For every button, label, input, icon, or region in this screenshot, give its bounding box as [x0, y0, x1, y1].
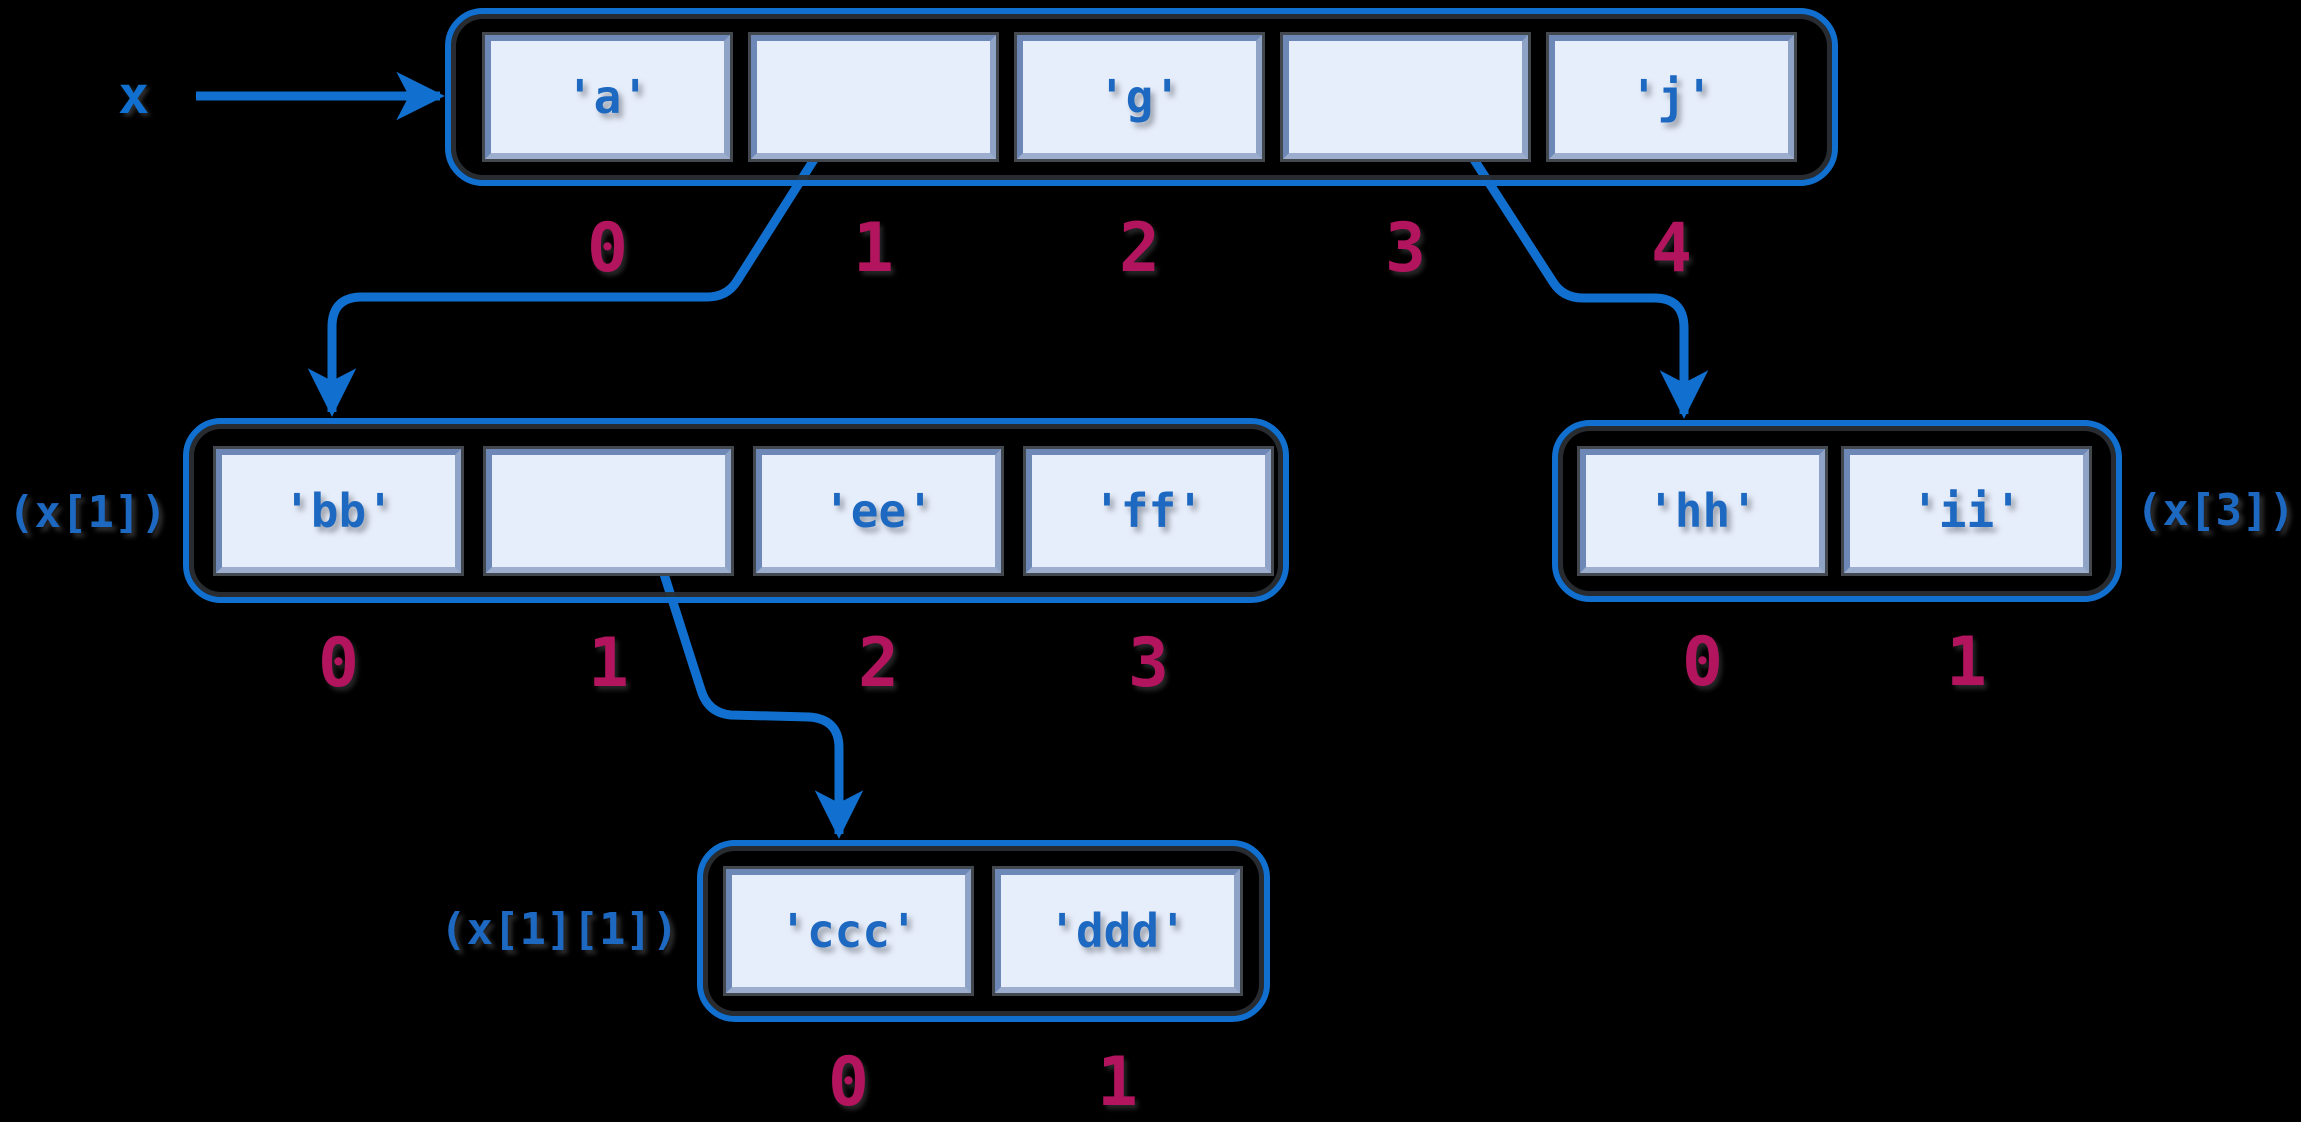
- list-x-cell-2: 'g': [1014, 32, 1265, 162]
- index-label: 0: [587, 209, 628, 288]
- index-label: 2: [1119, 209, 1160, 288]
- index-label: 1: [588, 624, 629, 703]
- index-label: 1: [1097, 1043, 1138, 1122]
- list-x11-cell-1: 'ddd': [992, 866, 1243, 996]
- list-x-indices: 0 1 2 3 4: [445, 214, 1838, 284]
- index-label: 4: [1651, 209, 1692, 288]
- cell-value: 'a': [565, 70, 650, 124]
- list-x3-frame: 'hh' 'ii': [1552, 420, 2122, 602]
- index-label: 1: [1946, 623, 1987, 702]
- list-x1-cell-1: [483, 445, 734, 576]
- cell-value: 'ccc': [779, 904, 918, 958]
- list-x3-cell-1: 'ii': [1841, 446, 2092, 576]
- cell-value: 'j': [1629, 70, 1714, 124]
- list-x3-indices: 0 1: [1552, 628, 2122, 698]
- cell-value: 'ddd': [1048, 904, 1187, 958]
- cell-value: 'ii': [1911, 484, 2022, 538]
- cell-value: 'hh': [1647, 484, 1758, 538]
- list-x1-cell-0: 'bb': [213, 445, 464, 576]
- list-x11: 'ccc' 'ddd' 0 1: [697, 840, 1270, 1118]
- index-label: 0: [318, 624, 359, 703]
- index-label: 3: [1128, 624, 1169, 703]
- list-x1-cell-2: 'ee': [753, 445, 1004, 576]
- list-x1-cell-3: 'ff': [1023, 445, 1274, 576]
- label-x11: (x[1][1]): [440, 904, 679, 955]
- list-x3: 'hh' 'ii' 0 1: [1552, 420, 2122, 698]
- cell-value: 'bb': [283, 483, 394, 538]
- list-x-cell-3: [1280, 32, 1531, 162]
- cell-value: 'g': [1097, 70, 1182, 124]
- cell-value: 'ff': [1093, 483, 1204, 538]
- list-x-frame: 'a' 'g' 'j': [445, 8, 1838, 186]
- list-x1-indices: 0 1 2 3: [183, 629, 1289, 699]
- list-x-cell-4: 'j': [1546, 32, 1797, 162]
- list-x11-frame: 'ccc' 'ddd': [697, 840, 1270, 1022]
- index-label: 2: [858, 624, 899, 703]
- index-label: 0: [1682, 623, 1723, 702]
- list-x3-cell-0: 'hh': [1577, 446, 1828, 576]
- list-x11-cell-0: 'ccc': [723, 866, 974, 996]
- index-label: 1: [853, 209, 894, 288]
- index-label: 3: [1385, 209, 1426, 288]
- index-label: 0: [828, 1043, 869, 1122]
- list-x-cell-1: [748, 32, 999, 162]
- variable-x-label: x: [118, 66, 150, 126]
- cell-value: 'ee': [823, 483, 934, 538]
- list-x: 'a' 'g' 'j' 0 1 2 3 4: [445, 8, 1838, 284]
- list-x1-frame: 'bb' 'ee' 'ff': [183, 418, 1289, 603]
- list-x11-indices: 0 1: [697, 1048, 1270, 1118]
- label-x3: (x[3]): [2136, 485, 2295, 536]
- label-x1: (x[1]): [8, 487, 167, 538]
- list-x-cell-0: 'a': [482, 32, 733, 162]
- list-x1: 'bb' 'ee' 'ff' 0 1 2 3: [183, 418, 1289, 699]
